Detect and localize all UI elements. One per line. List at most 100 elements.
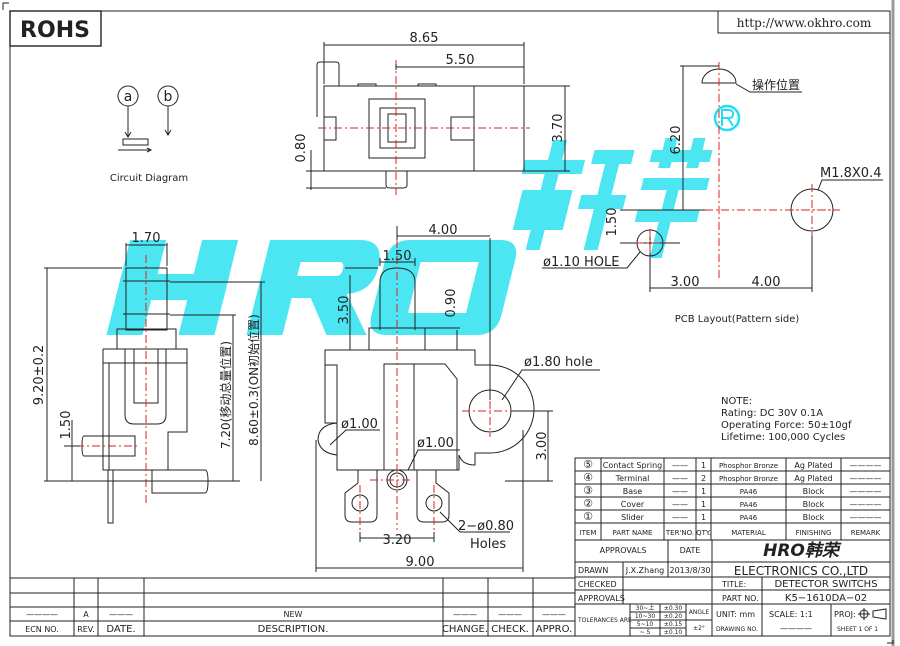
bom-item: ① <box>583 510 593 523</box>
front-view: 4.00 1.50 3.50 0.90 ø1.80 hole ø1.00 ø1.… <box>315 223 600 572</box>
dim-8-65: 8.65 <box>410 31 439 46</box>
operating-position-label: 操作位置 <box>752 77 800 92</box>
bom-name: Contact Spring <box>603 461 662 470</box>
tolerances-label: TOLERANCES ARE <box>577 617 632 624</box>
bom-qty: 1 <box>701 500 706 509</box>
tolerance-range: 5~10 <box>637 621 654 628</box>
angle-label: ANGLE <box>689 609 710 616</box>
sheet-border <box>9 10 891 637</box>
notes: NOTE: Rating: DC 30V 0.1A Operating Forc… <box>721 396 852 443</box>
bom-header: TER'NO. <box>665 529 694 537</box>
pcb-caption: PCB Layout(Pattern side) <box>675 314 800 325</box>
bom-finish: Ag Plated <box>794 474 832 483</box>
dim-6-20: 6.20 <box>669 126 684 155</box>
bom-remark: ———— <box>850 474 882 483</box>
rev-description-value: NEW <box>284 610 303 619</box>
unit-label: UNIT: mm <box>716 610 755 619</box>
bom-finish: Block <box>803 500 825 509</box>
bom-header: PART NAME <box>613 529 653 537</box>
description-header: DESCRIPTION. <box>258 624 329 635</box>
tolerance-range: ~ 5 <box>640 629 651 636</box>
part-number: K5−1610DA−02 <box>785 593 867 604</box>
hro-watermark <box>106 104 741 335</box>
bom-finish: Block <box>803 513 825 522</box>
rev-appro-value: ——— <box>542 610 566 619</box>
note-lifetime: Lifetime: 100,000 Cycles <box>721 432 845 443</box>
holes-0-80-label: 2−ø0.80 <box>458 519 514 534</box>
bom-item: ⑤ <box>583 458 593 471</box>
bom-remark: ———— <box>850 513 882 522</box>
dim-3-20: 3.20 <box>383 533 412 548</box>
terminal-a: a <box>124 89 133 105</box>
top-view: 8.65 5.50 3.70 0.80 <box>294 31 570 195</box>
drawing-no-label: DRAWING NO. <box>716 626 758 633</box>
hole-1-10-label: ø1.10 HOLE <box>543 255 620 270</box>
angle-tolerance: ±2° <box>693 625 705 632</box>
terminal-b: b <box>164 89 173 105</box>
drawn-label: DRAWN <box>578 566 608 575</box>
projection-symbol-icon <box>858 608 887 620</box>
drawn-date: 2013/8/30 <box>669 566 710 575</box>
website-url[interactable]: http://www.okhro.com <box>737 16 872 30</box>
dim-1-50-pcb: 1.50 <box>605 208 620 237</box>
bom-ter: —— <box>672 513 688 522</box>
rohs-label: ROHS <box>20 18 90 43</box>
revision-block: ———— A ——— NEW ——— ——— ——— ECN NO. REV. … <box>10 577 575 636</box>
bom-ter: —— <box>672 500 688 509</box>
dim-1-50-front: 1.50 <box>383 249 412 264</box>
bom-remark: ———— <box>850 487 882 496</box>
bom-remark: ———— <box>850 461 882 470</box>
rev-ecn-value: ———— <box>26 610 58 619</box>
bom-item: ② <box>583 497 593 510</box>
bom-material: Phosphor Bronze <box>719 475 778 483</box>
bom-header: ITEM <box>580 529 597 537</box>
bom-header: FINISHING <box>796 529 832 537</box>
holes-label: Holes <box>470 537 506 552</box>
dim-4-00-pcb: 4.00 <box>752 275 781 290</box>
scale-label: SCALE: 1:1 <box>769 610 813 619</box>
dim-1-50-side: 1.50 <box>59 411 74 440</box>
dim-8-60: 8.60±0.3(ON初始位置) <box>246 314 261 446</box>
checked-label: CHECKED <box>578 580 617 589</box>
bom-finish: Block <box>803 487 825 496</box>
sheet-label: SHEET 1 OF 1 <box>837 626 878 633</box>
dim-1-70: 1.70 <box>132 231 161 246</box>
bom-qty: 2 <box>701 474 706 483</box>
dim-9-00: 9.00 <box>406 555 435 570</box>
url-box <box>717 10 891 34</box>
dim-3-00-pcb: 3.00 <box>671 275 700 290</box>
circuit-caption: Circuit Diagram <box>110 173 188 184</box>
dim-3-70: 3.70 <box>551 114 566 143</box>
bom-material: PA46 <box>740 488 758 496</box>
hro-logo: HRO韩荣 <box>763 541 842 561</box>
bom-qty: 1 <box>701 487 706 496</box>
note-title: NOTE: <box>721 396 752 407</box>
approvals-label: APPROVALS <box>578 594 625 603</box>
rev-header: REV. <box>77 625 95 634</box>
rev-change-value: ——— <box>453 610 477 619</box>
bom-ter: —— <box>672 474 688 483</box>
tolerance-value: ±0.15 <box>664 621 683 628</box>
bom-remark: ———— <box>850 500 882 509</box>
bom-qty: 1 <box>701 513 706 522</box>
part-no-label: PART NO. <box>722 594 759 603</box>
bom-header: QTY. <box>696 529 711 537</box>
bom-material: Phosphor Bronze <box>719 462 778 470</box>
tolerance-value: ±0.10 <box>664 629 683 636</box>
drawing-title: DETECTOR SWITCHS <box>774 579 877 590</box>
dim-9-20: 9.20±0.2 <box>32 345 47 406</box>
bom-name: Base <box>623 487 643 496</box>
circuit-diagram: a b Circuit Diagram <box>110 85 188 184</box>
change-header: CHANGE. <box>442 624 488 635</box>
registered-mark-icon <box>713 104 741 132</box>
tolerance-range: 10~30 <box>635 613 655 620</box>
note-rating: Rating: DC 30V 0.1A <box>721 408 823 419</box>
dim-5-50: 5.50 <box>446 53 475 68</box>
dim-0-80: 0.80 <box>294 134 309 163</box>
rev-value: A <box>83 610 89 619</box>
bom-item: ④ <box>583 471 593 484</box>
bom-name: Slider <box>621 513 645 522</box>
